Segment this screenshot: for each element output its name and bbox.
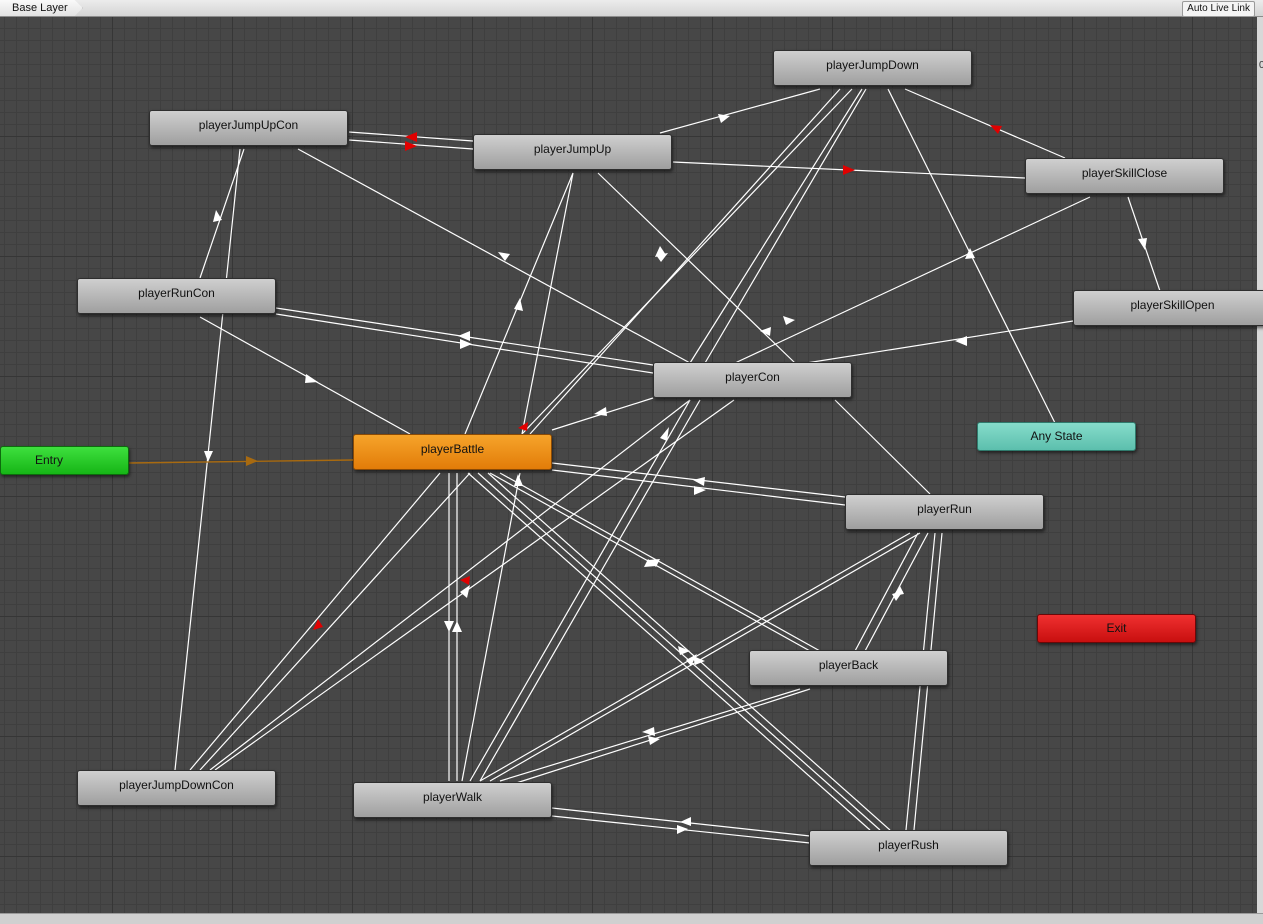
- state-player-skill-open[interactable]: playerSkillOpen: [1073, 290, 1263, 326]
- state-player-jump-down-con[interactable]: playerJumpDownCon: [77, 770, 276, 806]
- auto-live-link-button[interactable]: Auto Live Link: [1182, 1, 1255, 17]
- state-player-run[interactable]: playerRun: [845, 494, 1044, 530]
- animator-toolbar: Base Layer Auto Live Link: [0, 0, 1263, 17]
- inspector-edge: [1257, 17, 1263, 913]
- entry-arrow: [246, 456, 258, 466]
- active-arrowheads: [313, 125, 1002, 630]
- state-player-jump-up[interactable]: playerJumpUp: [473, 134, 672, 170]
- bottom-scrollbar[interactable]: [0, 913, 1263, 924]
- any-state-node[interactable]: Any State: [977, 422, 1136, 451]
- state-player-back[interactable]: playerBack: [749, 650, 948, 686]
- state-player-walk[interactable]: playerWalk: [353, 782, 552, 818]
- state-player-jump-up-con[interactable]: playerJumpUpCon: [149, 110, 348, 146]
- state-player-skill-close[interactable]: playerSkillClose: [1025, 158, 1224, 194]
- transition-paths: [174, 88, 1161, 844]
- state-player-battle[interactable]: playerBattle: [353, 434, 552, 470]
- state-player-run-con[interactable]: playerRunCon: [77, 278, 276, 314]
- exit-node[interactable]: Exit: [1037, 614, 1196, 643]
- state-player-jump-down[interactable]: playerJumpDown: [773, 50, 972, 86]
- entry-transition: [128, 459, 354, 464]
- layer-breadcrumb[interactable]: Base Layer: [0, 0, 83, 16]
- state-player-con[interactable]: playerCon: [653, 362, 852, 398]
- edge-glyph: 0: [1259, 60, 1263, 71]
- state-player-rush[interactable]: playerRush: [809, 830, 1008, 866]
- transition-arrowheads: [204, 114, 1147, 834]
- entry-node[interactable]: Entry: [0, 446, 129, 475]
